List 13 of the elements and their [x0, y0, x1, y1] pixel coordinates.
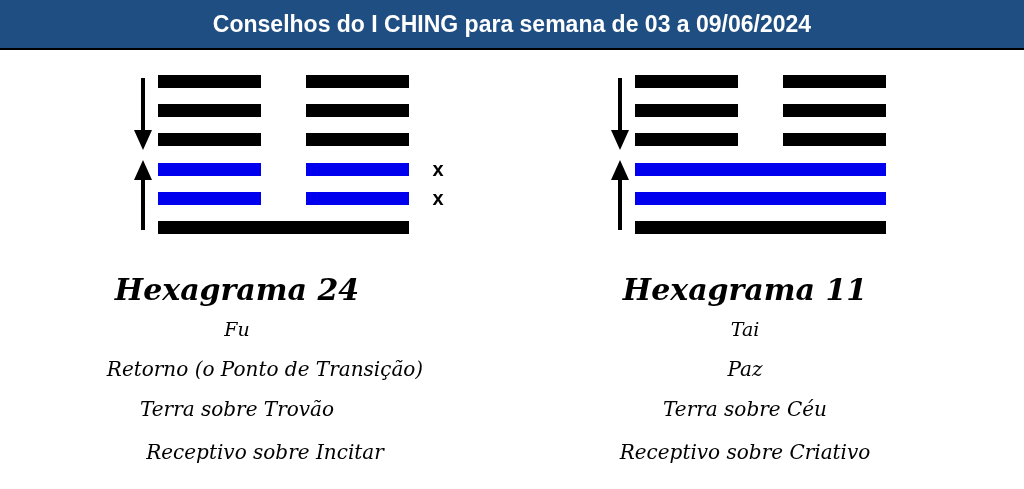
title-banner: Conselhos do I CHING para semana de 03 a 09/06/2024 — [0, 0, 1024, 50]
hexagram-meaning: Paz — [727, 357, 763, 381]
trigram-description: Receptivo sobre Criativo — [619, 440, 871, 464]
hexagram-title: Hexagrama 24 — [114, 272, 360, 307]
change-mark: x — [432, 158, 444, 181]
hexagram-name: Tai — [730, 318, 760, 340]
trigram-description: Terra sobre Céu — [663, 397, 827, 421]
hexagram-meaning: Retorno (o Ponto de Transição) — [106, 357, 424, 381]
trigram-description: Terra sobre Trovão — [139, 397, 335, 421]
trigram-description: Receptivo sobre Incitar — [146, 440, 384, 464]
hexagram-name: Fu — [224, 318, 250, 340]
change-mark: x — [432, 187, 444, 210]
hexagram-title: Hexagrama 11 — [622, 272, 868, 307]
